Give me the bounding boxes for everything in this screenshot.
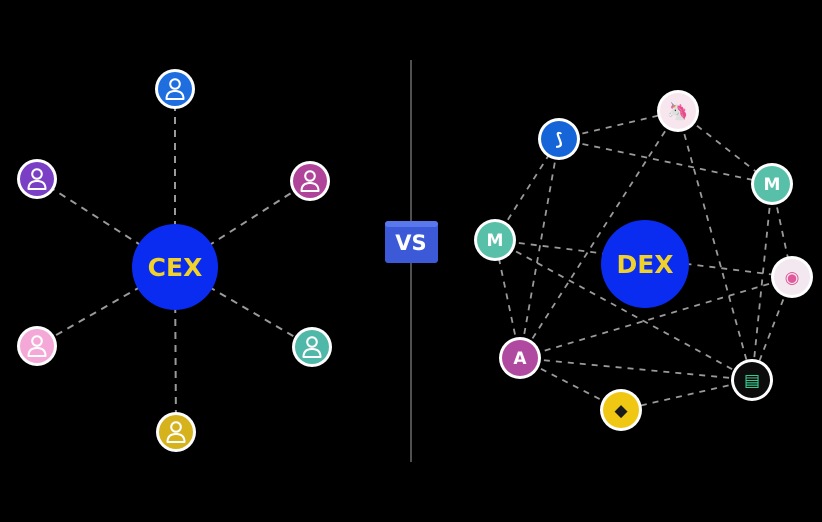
yearn-icon: ⟆ <box>538 118 580 160</box>
uniswap-icon: 🦄 <box>657 90 699 132</box>
svg-text:◆: ◆ <box>614 401 628 421</box>
user-icon <box>292 327 332 367</box>
aave-icon: A <box>499 337 541 379</box>
dex-tokens: 🦄 ⟆ M M ◉ A ▤ ◆ <box>474 90 813 431</box>
svg-text:M: M <box>487 231 504 251</box>
svg-text:◉: ◉ <box>785 268 800 288</box>
dex-edge <box>519 138 560 359</box>
vs-badge: VS <box>385 221 438 263</box>
dex-edge <box>558 138 773 185</box>
user-icon <box>17 326 57 366</box>
ethereum-icon: ◆ <box>600 389 642 431</box>
vs-label: VS <box>395 231 426 255</box>
cex-users <box>17 69 332 452</box>
user-icon <box>290 161 330 201</box>
user-icon <box>155 69 195 109</box>
dex-edge <box>494 239 753 381</box>
user-icon <box>156 412 196 452</box>
dex-hub: DEX <box>601 220 689 308</box>
dex-edge <box>519 110 679 359</box>
compound-icon: ▤ <box>731 359 773 401</box>
dex-edge <box>519 357 753 381</box>
user-icon <box>17 159 57 199</box>
svg-text:▤: ▤ <box>744 371 760 391</box>
dex-edge <box>751 183 773 381</box>
sushi-icon: ◉ <box>771 256 813 298</box>
svg-text:M: M <box>764 175 781 195</box>
dex-edge <box>620 379 753 411</box>
dex-label: DEX <box>616 250 673 279</box>
maker-icon: M <box>751 163 793 205</box>
svg-text:🦄: 🦄 <box>667 101 688 122</box>
cex-hub: CEX <box>132 224 218 310</box>
dex-edge <box>677 110 753 381</box>
cex-label: CEX <box>148 253 203 282</box>
svg-text:⟆: ⟆ <box>555 130 563 150</box>
maker-icon: M <box>474 219 516 261</box>
svg-text:A: A <box>513 349 527 369</box>
